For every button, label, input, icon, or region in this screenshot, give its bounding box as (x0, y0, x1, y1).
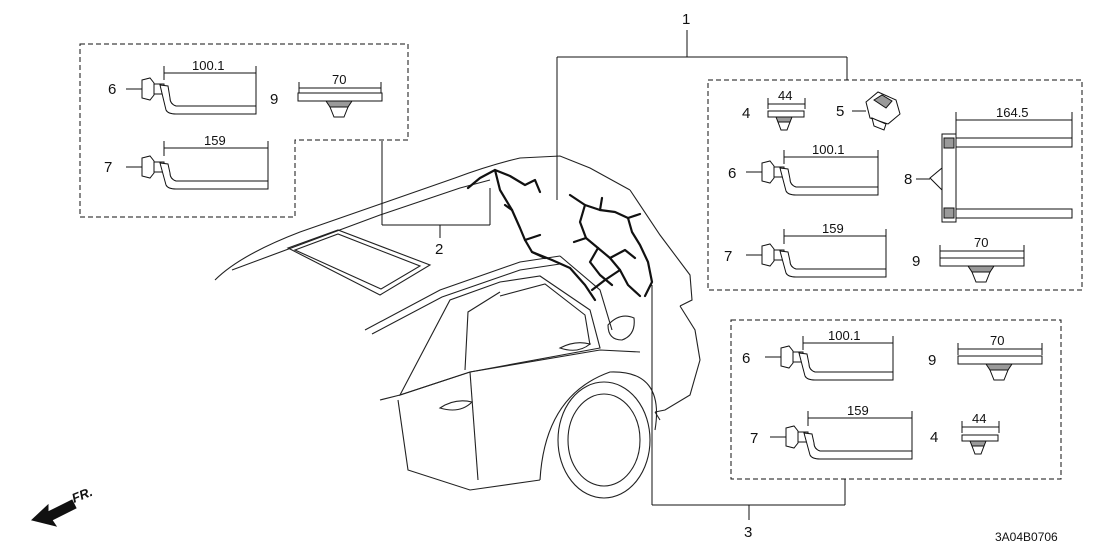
detail-box-top-right: 4 44 5 6 100.1 (707, 79, 1083, 291)
front-direction-label: FR. (70, 484, 95, 506)
callout-assembly-2: 2 (435, 241, 443, 258)
clip-7-top: 7 159 (724, 221, 887, 278)
clip-7-ref: 7 (104, 159, 112, 176)
clip-4-ref: 4 (742, 105, 750, 122)
clip-9-ref: 9 (270, 91, 278, 108)
clip-7-dimension: 159 (847, 403, 869, 418)
clip-6-ref: 6 (108, 81, 116, 98)
clip-7-bottom: 7 159 (750, 403, 913, 460)
clip-5-ref: 5 (836, 103, 844, 120)
clip-9-bottom: 9 70 (928, 333, 1043, 381)
detail-box-bottom-right: 6 100.1 9 70 7 159 4 (730, 319, 1062, 480)
clip-6-left: 6 100.1 (108, 58, 257, 115)
detail-box-left: 6 100.1 9 70 7 159 (79, 43, 409, 218)
clip-7-ref: 7 (750, 430, 758, 447)
clip-4-top: 4 44 (742, 88, 806, 131)
clip-4-ref: 4 (930, 429, 938, 446)
clip-7-dimension: 159 (204, 133, 226, 148)
clip-6-dimension: 100.1 (828, 328, 861, 343)
clip-9-dimension: 70 (974, 235, 988, 250)
front-direction-arrow: FR. (30, 484, 95, 527)
clip-4-dimension: 44 (972, 411, 986, 426)
wire-harness-roof (466, 168, 597, 302)
vehicle-outline (214, 155, 701, 499)
clip-9-top: 9 70 (912, 235, 1025, 283)
clip-9-ref: 9 (912, 253, 920, 270)
callout-assembly-3: 3 (744, 524, 752, 541)
wire-harness-tailgate (568, 193, 654, 298)
clip-4-bottom: 4 44 (930, 411, 1000, 455)
clip-9-dimension: 70 (990, 333, 1004, 348)
clip-6-ref: 6 (728, 165, 736, 182)
clip-9-dimension: 70 (332, 72, 346, 87)
clip-7-ref: 7 (724, 248, 732, 265)
clip-7-dimension: 159 (822, 221, 844, 236)
clip-9-left: 9 70 (270, 72, 383, 118)
clip-6-ref: 6 (742, 350, 750, 367)
figure-code: 3A04B0706 (995, 530, 1058, 544)
clip-5-top: 5 (836, 91, 901, 131)
clip-7-left: 7 159 (104, 133, 269, 190)
clip-4-dimension: 44 (778, 88, 792, 103)
leader-lines (381, 30, 848, 520)
clip-6-bottom: 6 100.1 (742, 328, 894, 381)
clip-8-ref: 8 (904, 171, 912, 188)
clip-6-dimension: 100.1 (192, 58, 225, 73)
clip-6-top: 6 100.1 (728, 142, 879, 196)
clip-8-top: 8 164.5 (904, 105, 1073, 223)
callout-assembly-1: 1 (682, 11, 690, 28)
clip-9-ref: 9 (928, 352, 936, 369)
clip-6-dimension: 100.1 (812, 142, 845, 157)
clip-8-dimension: 164.5 (996, 105, 1029, 120)
